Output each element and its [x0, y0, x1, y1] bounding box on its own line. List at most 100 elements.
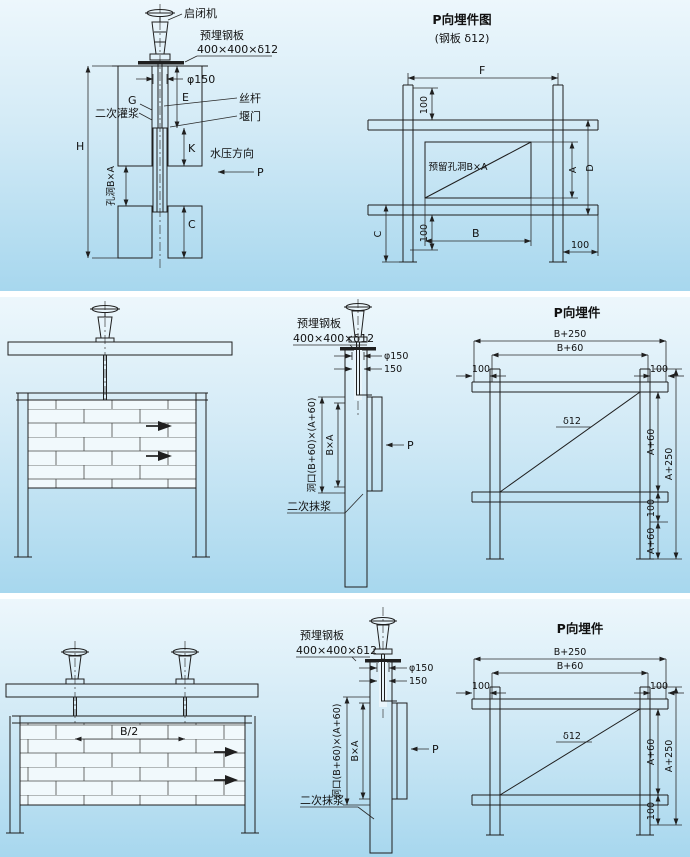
dim-G-label: G: [128, 94, 137, 107]
hoist-mechanism: [145, 9, 175, 61]
dim-E-label: E: [182, 91, 189, 104]
dim-100-bottom-label: 100: [646, 499, 657, 517]
hoist-mechanism: [90, 305, 120, 343]
dim-A250-label: A+250: [664, 448, 675, 481]
opening-dim: 洞口(B+60)×(A+60): [332, 696, 370, 806]
middle-panel: 预埋钢板 400×400×δ12 φ150 1: [0, 297, 690, 593]
hoist-mechanism: [369, 617, 397, 655]
p-label: P: [257, 166, 264, 179]
right-dim-chain: A+60 100 A+250: [646, 686, 682, 826]
deck-concrete: [5, 683, 259, 698]
grout-label: 二次灌浆: [95, 106, 139, 120]
ba-label: B×A: [325, 434, 336, 455]
ba-dim: B×A: [325, 402, 345, 488]
gate-side-section: 预埋钢板 400×400×δ12 φ150 1: [287, 299, 414, 588]
frame-columns: [399, 84, 567, 263]
wide-gate-front-view: B/2: [5, 641, 259, 834]
gate-front-view: [7, 301, 233, 558]
panel-separator: [0, 593, 690, 599]
ba-dim: B×A: [350, 702, 370, 800]
wedge-arrow-top: [214, 747, 238, 757]
diagonal-brace: [499, 708, 641, 796]
plaster-label: 二次抹浆: [287, 499, 331, 513]
double-stem-gate-svg: B/2 预埋钢板 400×400×δ12: [5, 607, 684, 854]
dim-K: K: [181, 127, 196, 167]
dim-C-left-label: C: [188, 218, 196, 231]
top-dims: B+250 B+60: [473, 647, 667, 699]
wedge-arrow-bottom: [146, 451, 172, 461]
dim-100-left-label: 100: [472, 681, 490, 692]
dim-B-label: B: [472, 227, 480, 240]
frame-columns: [486, 686, 654, 836]
dim-H-label: H: [76, 140, 84, 153]
dim-A60-top-label: A+60: [646, 429, 657, 456]
dim-C-label: C: [373, 230, 384, 237]
phi-label: φ150: [187, 73, 215, 86]
dim-A60-label: A+60: [646, 739, 657, 766]
opening-dim: 洞口(B+60)×(A+60): [307, 396, 345, 494]
plan-title: P向埋件: [554, 305, 601, 320]
gate-stems: [73, 697, 187, 716]
p-label: P: [407, 439, 414, 452]
opening-label: 洞口(B+60)×(A+60): [332, 704, 343, 799]
hoist-label: 启闭机: [184, 6, 217, 20]
callouts: 启闭机 预埋钢板 400×400×δ12 φ150 丝杆 二次灌浆 堰门 水压方…: [95, 6, 278, 179]
gate-leaf: [366, 396, 383, 492]
gate-side-section: 预埋钢板 400×400×δ12 φ150 1: [296, 607, 439, 854]
dim-150-label: 150: [409, 676, 427, 687]
dim-hole: 孔洞B×A: [106, 166, 129, 207]
plate-label-2: 400×400×δ12: [293, 332, 374, 345]
ba-label: B×A: [350, 740, 361, 761]
dim-D-label: D: [585, 164, 596, 171]
dim-B60-label: B+60: [557, 661, 584, 672]
embedded-parts-plan: P向埋件图 (钢板 δ12): [367, 12, 599, 263]
dim-150-label: 150: [384, 364, 402, 375]
phi-label: φ150: [384, 351, 408, 362]
frame-beams: [471, 698, 669, 806]
plan-subtitle: (钢板 δ12): [435, 31, 490, 45]
p-label: P: [432, 743, 439, 756]
plan-dimensions: F 100 100 A D B C: [373, 64, 599, 263]
dim-B60-label: B+60: [557, 343, 584, 354]
dim-100-right-label: 100: [650, 364, 668, 375]
delta-label: δ12: [563, 416, 581, 427]
phi-dim: φ150: [359, 663, 433, 674]
plate-label-1: 预埋钢板: [297, 316, 341, 330]
dim-100-right: 100: [634, 364, 684, 379]
plate-label-1: 预埋钢板: [300, 628, 344, 642]
single-stem-gate-svg: 预埋钢板 400×400×δ12 φ150 1: [7, 299, 684, 588]
dim-C-left: C: [181, 205, 196, 259]
embedded-plate: [365, 659, 401, 663]
pressure-arrow: P: [385, 439, 414, 452]
dim-F-label: F: [479, 64, 485, 77]
top-dims: B+250 B+60: [473, 329, 667, 382]
deck-concrete: [7, 341, 233, 356]
gate-stem: [356, 342, 372, 396]
wedge-arrow-bottom: [214, 775, 238, 785]
gate-label: 堰门: [239, 109, 261, 123]
dim-B2: B/2: [74, 725, 186, 742]
delta-label-group: δ12: [556, 731, 592, 743]
dim-H: H: [76, 65, 118, 259]
bottom-panel: B/2 预埋钢板 400×400×δ12: [0, 599, 690, 857]
plate-label-1: 预埋钢板: [200, 28, 244, 42]
dim-150: 150: [359, 676, 427, 687]
reserved-hole: 预留孔洞B×A: [424, 141, 532, 199]
embedded-parts-plan: P向埋件 B+250 B+60: [456, 621, 684, 836]
dim-100-left: 100: [456, 681, 506, 696]
section-and-embedded-parts-svg: H E K C G 孔洞B×A: [76, 4, 599, 268]
frame-columns: [486, 368, 654, 560]
delta-label: δ12: [563, 731, 581, 742]
dim-E: E: [174, 65, 189, 129]
diagonal-brace: [499, 391, 641, 493]
dim-100-right-label: 100: [650, 681, 668, 692]
plate-label-2: 400×400×δ12: [296, 644, 377, 657]
phi-label: φ150: [409, 663, 433, 674]
top-panel: H E K C G 孔洞B×A: [0, 0, 690, 291]
dim-K-label: K: [188, 142, 196, 155]
dim-100-top-label: 100: [419, 96, 430, 114]
pressure-arrow: P: [410, 743, 439, 756]
gate-leaf: [391, 702, 408, 800]
dim-A60-bottom-label: A+60: [646, 528, 657, 555]
plan-title: P向埋件: [557, 621, 604, 636]
